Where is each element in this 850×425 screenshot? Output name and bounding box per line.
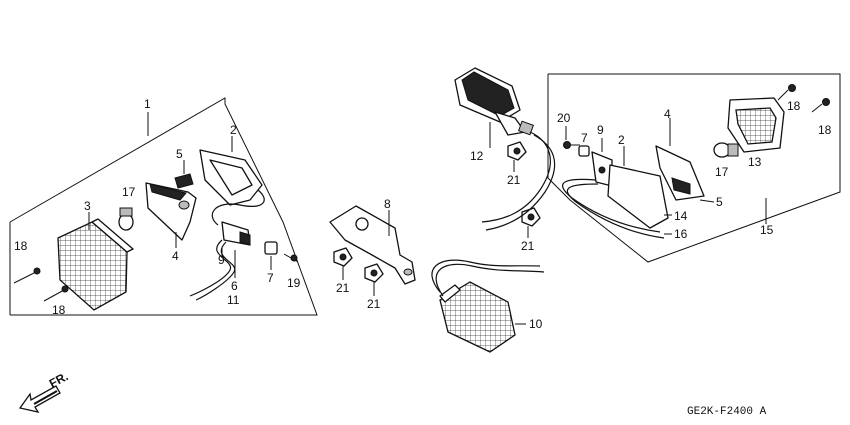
callout-19: 19 xyxy=(287,276,301,290)
right-assembly-group: 20 7 9 2 4 18 18 17 13 5 14 16 15 xyxy=(547,73,841,263)
callout-13: 13 xyxy=(748,155,762,169)
front-arrow-icon: FR. xyxy=(18,369,71,413)
rear-lens-part-13 xyxy=(727,97,785,153)
callout-15: 15 xyxy=(760,223,774,237)
nut-part-21-a xyxy=(333,247,353,280)
callout-1: 1 xyxy=(144,97,151,111)
callout-18-right-upper: 18 xyxy=(787,99,801,113)
callout-7-right: 7 xyxy=(581,131,588,145)
collar-part-7-right xyxy=(578,145,590,157)
wire-harness-part-11 xyxy=(189,239,236,301)
callout-20: 20 xyxy=(557,111,571,125)
gasket-part-5-left xyxy=(174,173,194,189)
socket-part-2-left xyxy=(199,136,265,226)
nut-part-21-b xyxy=(364,263,384,296)
callout-4-left: 4 xyxy=(172,249,179,263)
front-label: FR. xyxy=(47,369,71,390)
socket-part-2-right xyxy=(562,146,669,239)
turn-signal-part-10 xyxy=(431,259,545,353)
nut-part-21-c xyxy=(507,141,527,172)
callout-21-c: 21 xyxy=(507,173,521,187)
callout-5-right: 5 xyxy=(716,195,723,209)
turn-signal-part-12 xyxy=(454,67,556,231)
callout-8: 8 xyxy=(384,197,391,211)
callout-9-left: 9 xyxy=(218,253,225,267)
callout-21-b: 21 xyxy=(367,297,381,311)
callout-17-right: 17 xyxy=(715,165,729,179)
collar-part-7-left xyxy=(264,241,278,270)
callout-7-left: 7 xyxy=(267,271,274,285)
screw-part-20 xyxy=(563,126,580,149)
bracket-part-8 xyxy=(329,205,416,285)
housing-part-4-left xyxy=(145,182,197,248)
callout-4-right: 4 xyxy=(664,107,671,121)
housing-part-4-right xyxy=(655,118,705,201)
bulb-part-17-left xyxy=(118,207,134,231)
callout-11: 11 xyxy=(227,293,240,307)
right-group-outline xyxy=(547,73,841,263)
callout-18-right-lower: 18 xyxy=(818,123,832,137)
screw-part-18-left xyxy=(13,267,69,302)
callout-12: 12 xyxy=(470,149,484,163)
callout-16: 16 xyxy=(674,227,688,241)
callout-10: 10 xyxy=(529,317,543,331)
callout-18-left-upper: 18 xyxy=(14,239,28,253)
callout-21-d: 21 xyxy=(521,239,535,253)
callout-5-left: 5 xyxy=(176,147,183,161)
rear-lens-part-3 xyxy=(57,212,134,311)
callout-6: 6 xyxy=(231,279,238,293)
callout-3: 3 xyxy=(84,199,91,213)
diagram-code: GE2K-F2400 A xyxy=(687,406,767,418)
callout-2-right: 2 xyxy=(618,133,625,147)
callout-9-right: 9 xyxy=(597,123,604,137)
left-assembly-group: 1 2 3 4 5 6 7 9 11 17 18 18 19 xyxy=(9,97,318,317)
screw-part-18-right xyxy=(777,84,830,113)
callout-2-left: 2 xyxy=(230,123,237,137)
connector-part-6 xyxy=(221,221,251,278)
center-assembly-group: 8 10 12 21 21 21 21 xyxy=(329,67,556,353)
callout-17-left: 17 xyxy=(122,185,136,199)
callout-21-a: 21 xyxy=(336,281,350,295)
screw-part-19 xyxy=(283,253,299,263)
callout-14: 14 xyxy=(674,209,688,223)
bulb-part-17-right xyxy=(713,142,739,158)
nut-part-21-d xyxy=(521,207,541,238)
callout-18-left-lower: 18 xyxy=(52,303,66,317)
left-group-outline xyxy=(9,97,318,316)
